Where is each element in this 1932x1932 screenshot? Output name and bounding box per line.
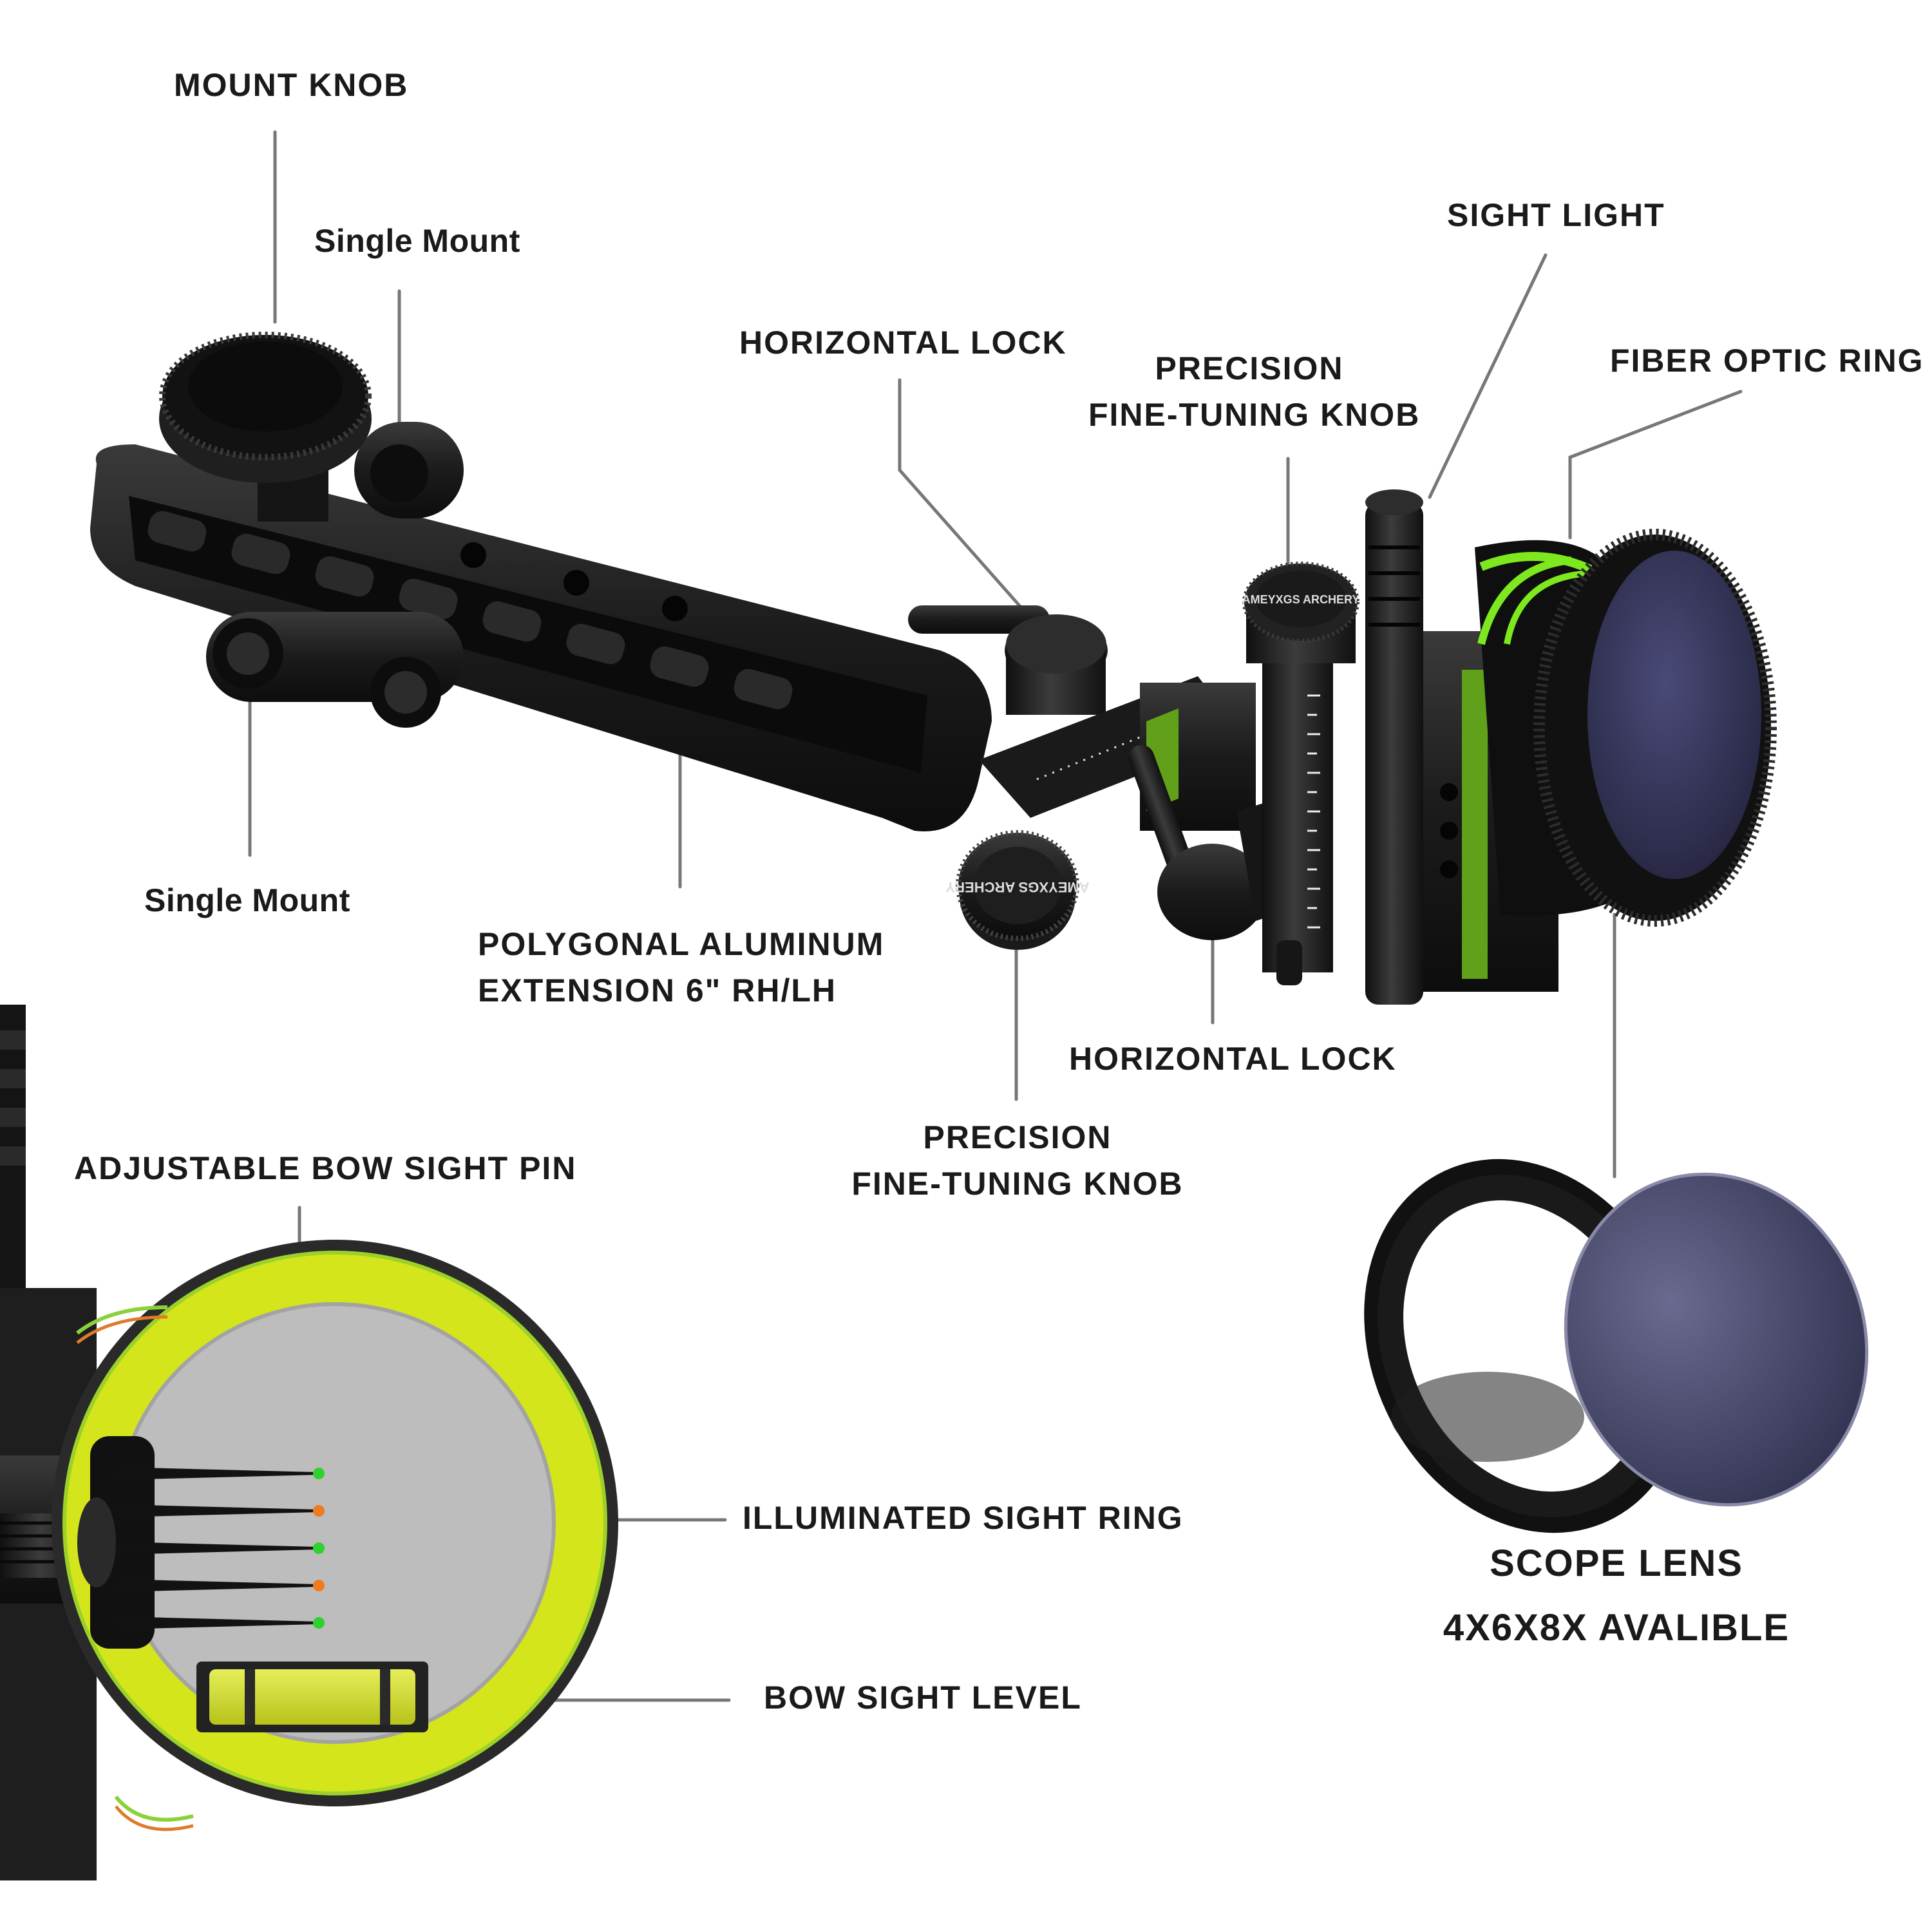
sight-pin — [116, 1579, 319, 1592]
label-precision-knob-bottom-2: FINE-TUNING KNOB — [851, 1166, 1184, 1202]
extension-holes — [460, 542, 688, 621]
sight-pin — [116, 1616, 319, 1629]
label-fiber-optic-ring: FIBER OPTIC RING — [1610, 343, 1924, 379]
sight-pin-dot — [313, 1505, 325, 1517]
mount-knob-part — [159, 332, 372, 522]
label-illuminated-ring: ILLUMINATED SIGHT RING — [743, 1500, 1184, 1536]
level-part — [196, 1662, 428, 1732]
label-precision-knob-top-2: FINE-TUNING KNOB — [1088, 397, 1421, 433]
loose-scope-lens — [1364, 1159, 1869, 1533]
sight-pin-dot — [313, 1580, 325, 1591]
single-mount-bottom-part — [206, 612, 464, 728]
label-mount-knob: MOUNT KNOB — [174, 67, 409, 103]
label-scope-lens-1: SCOPE LENS — [1490, 1542, 1743, 1584]
label-single-mount-bottom: Single Mount — [144, 882, 350, 918]
extension-bar — [90, 332, 992, 831]
leader-fiber-optic-ring — [1568, 390, 1743, 540]
sight-light-part — [1365, 489, 1423, 1005]
label-single-mount-top: Single Mount — [314, 223, 520, 259]
leader-sight-light — [1428, 253, 1548, 499]
label-horizontal-lock-top: HORIZONTAL LOCK — [739, 325, 1067, 361]
sight-pin — [116, 1504, 319, 1517]
label-precision-knob-top-1: PRECISION — [1155, 350, 1344, 386]
label-precision-knob-bottom-1: PRECISION — [923, 1119, 1112, 1155]
label-scope-lens-2: 4X6X8X AVALIBLE — [1443, 1607, 1790, 1649]
sight-pin — [116, 1467, 319, 1480]
sight-pin-dot — [313, 1617, 325, 1629]
sight-pin-dot — [313, 1468, 325, 1479]
knob-brand-bottom: AMEYXGS ARCHERY — [945, 879, 1090, 895]
extension-slots — [147, 511, 793, 710]
sight-pin-dot — [313, 1542, 325, 1554]
label-sight-light: SIGHT LIGHT — [1447, 197, 1665, 233]
label-adjustable-pin: ADJUSTABLE BOW SIGHT PIN — [74, 1150, 577, 1186]
label-bow-sight-level: BOW SIGHT LEVEL — [764, 1680, 1082, 1716]
single-mount-top-part — [354, 422, 464, 518]
knob-brand-top: AMEYXGS ARCHERY — [1242, 593, 1360, 606]
label-extension-1: POLYGONAL ALUMINUM — [478, 926, 885, 962]
leader-horizontal-lock-top — [898, 378, 1034, 622]
sight-pin — [116, 1542, 319, 1555]
label-extension-2: EXTENSION 6" RH/LH — [478, 972, 837, 1009]
horizontal-lock-top-part — [908, 605, 1108, 715]
sight-ring-closeup — [0, 1005, 618, 1880]
label-horizontal-lock-bottom: HORIZONTAL LOCK — [1069, 1041, 1397, 1077]
vertical-rail — [1262, 638, 1333, 985]
scope-housing — [1365, 489, 1777, 1005]
precision-knob-top-part: AMEYXGS ARCHERY — [1242, 562, 1360, 663]
precision-knob-bottom-part: AMEYXGS ARCHERY — [945, 830, 1090, 950]
scope-lens-in-housing — [1533, 529, 1777, 927]
sight-pins — [116, 1467, 325, 1629]
